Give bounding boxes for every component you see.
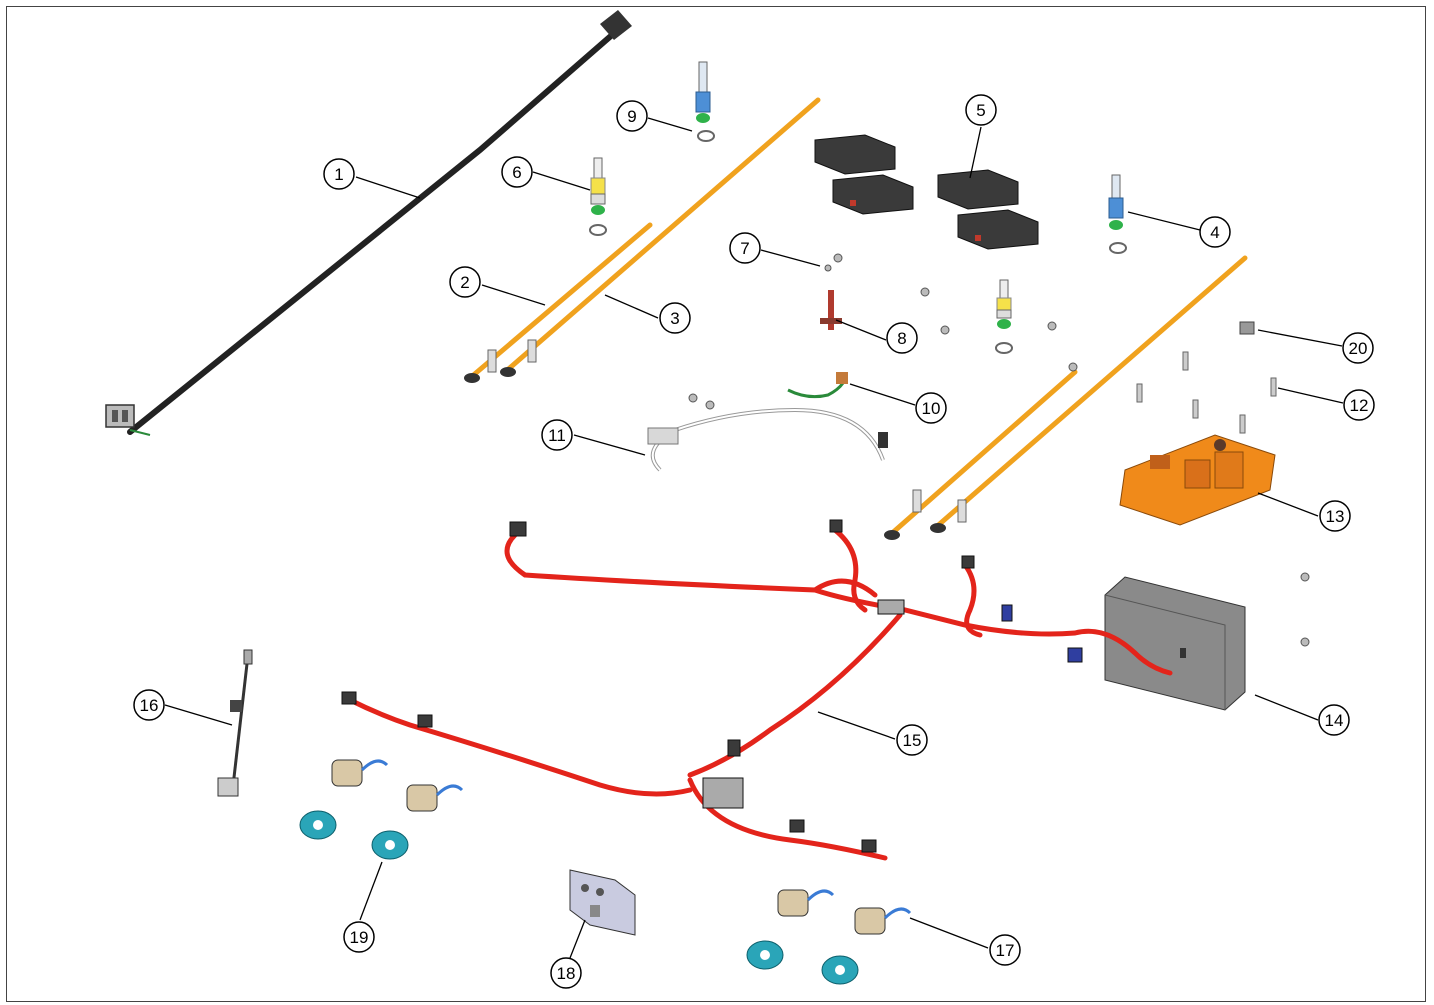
callout-circle bbox=[343, 921, 375, 953]
callout-circle bbox=[915, 392, 947, 424]
callout-circle bbox=[1342, 332, 1374, 364]
callout-number: 8 bbox=[897, 329, 906, 348]
callout-number: 20 bbox=[1349, 339, 1368, 358]
screws bbox=[688, 253, 1310, 647]
callout-number: 19 bbox=[350, 928, 369, 947]
callout-number: 5 bbox=[976, 101, 985, 120]
orifice-fitting-6 bbox=[589, 157, 607, 236]
spark-electrode-16 bbox=[217, 649, 253, 797]
diagram-frame bbox=[6, 6, 1426, 1002]
wire-harness-15 bbox=[347, 527, 1173, 861]
callout-circle bbox=[1199, 216, 1231, 248]
igniter-electrode-right-b bbox=[930, 255, 1248, 533]
callout-number: 3 bbox=[670, 309, 679, 328]
spark-modules bbox=[814, 134, 1039, 250]
callout-circle bbox=[1343, 389, 1375, 421]
callout-circle bbox=[501, 156, 533, 188]
callout-circle bbox=[965, 94, 997, 126]
callout-circle bbox=[541, 419, 573, 451]
callout-number: 4 bbox=[1210, 223, 1219, 242]
callout-number: 1 bbox=[334, 165, 343, 184]
callout-number: 18 bbox=[557, 964, 576, 983]
callout-circle bbox=[323, 158, 355, 190]
callout-circle bbox=[989, 934, 1021, 966]
callout-number: 2 bbox=[460, 273, 469, 292]
callout-circle bbox=[729, 232, 761, 264]
callout-number: 6 bbox=[512, 163, 521, 182]
leader-lines bbox=[164, 117, 1344, 959]
igniter-electrode-2 bbox=[464, 222, 653, 383]
mounting-box-14 bbox=[1104, 576, 1246, 711]
display-panel-18 bbox=[569, 869, 636, 936]
orifice-fitting-9 bbox=[695, 61, 715, 142]
callout-number: 17 bbox=[996, 941, 1015, 960]
callout-number: 12 bbox=[1350, 396, 1369, 415]
orifice-fitting-4 bbox=[1108, 174, 1127, 254]
callout-circle bbox=[886, 322, 918, 354]
callout-circle bbox=[550, 957, 582, 989]
callout-circle bbox=[133, 689, 165, 721]
callout-number: 9 bbox=[627, 107, 636, 126]
sensor-wire-11 bbox=[647, 407, 888, 472]
callout-number: 15 bbox=[903, 731, 922, 750]
callout-circle bbox=[616, 100, 648, 132]
callout-number: 7 bbox=[740, 239, 749, 258]
control-board-13 bbox=[1119, 434, 1276, 526]
callout-number: 10 bbox=[922, 399, 941, 418]
igniter-electrode-3 bbox=[500, 97, 821, 377]
callout-circle bbox=[659, 302, 691, 334]
harness-connectors bbox=[341, 519, 1083, 853]
standoffs-12 bbox=[1136, 351, 1277, 434]
ground-wire-10 bbox=[787, 372, 848, 399]
power-cord bbox=[105, 10, 632, 436]
callout-number: 14 bbox=[1325, 711, 1344, 730]
callout-circle bbox=[896, 724, 928, 756]
callout-circle bbox=[1319, 500, 1351, 532]
callout-number: 16 bbox=[140, 696, 159, 715]
igniter-electrode-right-a bbox=[884, 369, 1078, 540]
callout-number: 13 bbox=[1326, 507, 1345, 526]
callout-circle bbox=[1318, 704, 1350, 736]
bracket-8 bbox=[820, 290, 842, 330]
clip-20 bbox=[1239, 321, 1255, 335]
valve-switches-17 bbox=[331, 759, 912, 935]
knob-bezel-holes bbox=[313, 820, 845, 975]
orifice-fitting-center bbox=[995, 279, 1013, 354]
callout-number: 11 bbox=[548, 426, 566, 445]
callout-circle bbox=[449, 266, 481, 298]
